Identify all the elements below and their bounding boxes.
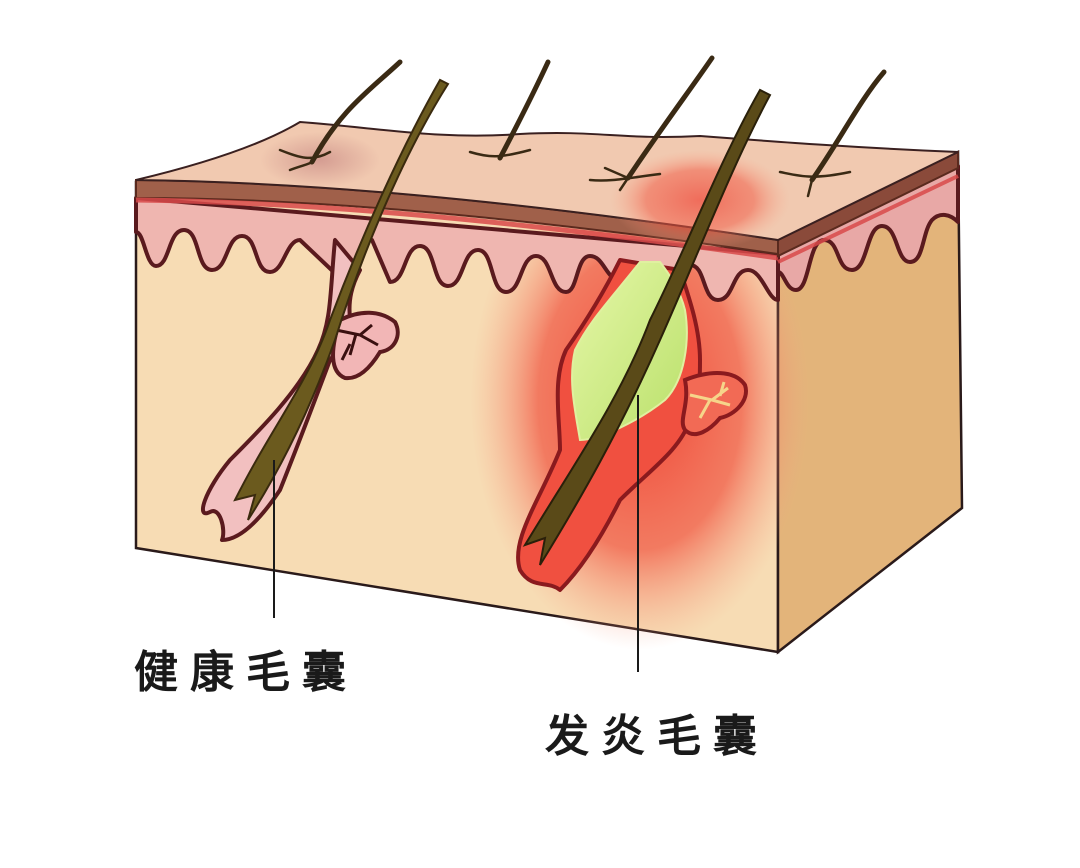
label-inflamed-follicle: 发炎毛囊 [545,711,769,762]
red-line-side [777,174,959,264]
sebaceous-gland-healthy [331,310,400,381]
label-healthy-follicle: 健康毛囊 [134,647,358,698]
healthy-follicle [200,78,450,542]
inflamed-follicle [516,88,772,592]
sebaceous-gland-inflamed [680,371,748,437]
hair-shaft-inflamed [522,88,772,566]
hair-shaft-healthy [233,78,450,521]
surface-hairs [278,55,887,198]
